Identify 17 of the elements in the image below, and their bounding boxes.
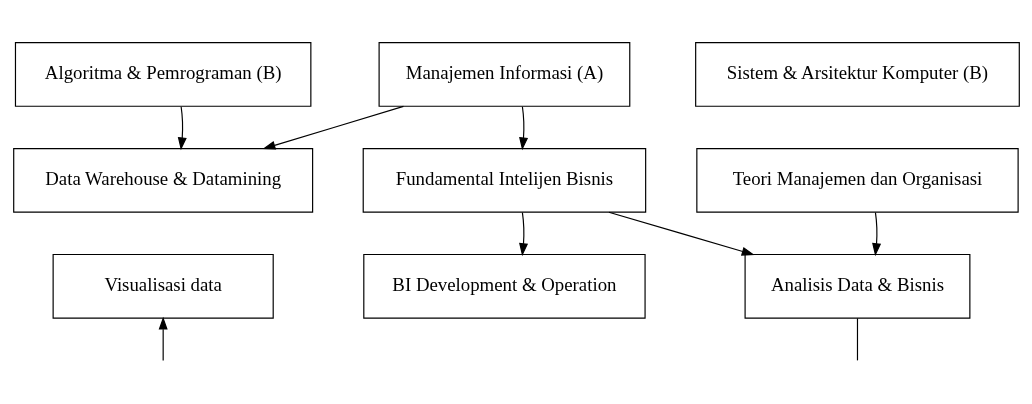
node-box: Algoritma & Pemrograman (B) [14, 42, 311, 107]
arrow [871, 212, 881, 257]
arrow [262, 105, 404, 150]
connector [856, 317, 858, 361]
node-box: Fundamental Intelijen Bisnis [362, 148, 646, 213]
node-box: Teori Manajemen dan Organisasi [695, 148, 1019, 213]
node-box: Data Warehouse & Datamining [12, 148, 313, 213]
arrow [158, 316, 168, 361]
node-box: Manajemen Informasi (A) [378, 42, 630, 107]
node-box: Analisis Data & Bisnis [744, 253, 970, 319]
arrow [518, 212, 528, 257]
arrow [518, 106, 528, 151]
node-box: Visualisasi data [52, 253, 274, 319]
node-box: Sistem & Arsitektur Komputer (B) [694, 42, 1020, 107]
arrow [177, 106, 187, 151]
arrow [607, 211, 755, 256]
node-box: BI Development & Operation [362, 253, 646, 319]
